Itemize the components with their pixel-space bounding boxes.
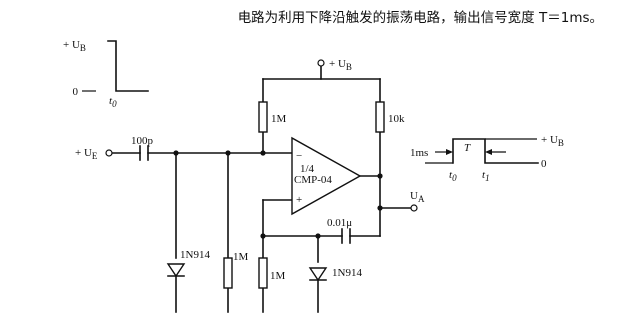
diode-2: 1N914 xyxy=(308,267,362,282)
output-voltage-label: UA xyxy=(410,190,425,204)
supply-terminal xyxy=(317,59,325,67)
junction-dot xyxy=(377,205,383,211)
junction-dot xyxy=(173,150,179,156)
resistor-bias-label: 1M xyxy=(271,113,287,125)
width-arrow-right-icon xyxy=(485,149,492,155)
junction-dot xyxy=(315,233,321,239)
supply-voltage-label: + UB xyxy=(329,58,352,72)
comparator-plus-sign: + xyxy=(296,194,302,206)
comparator-ic-line2: CMP-04 xyxy=(294,174,332,186)
terminals xyxy=(105,59,418,212)
input-pulse-waveform: + UB 0 t0 xyxy=(63,39,149,109)
resistor-ref: 1M xyxy=(258,257,286,289)
circuit-wires xyxy=(111,65,412,313)
feedback-capacitor-label: 0.01μ xyxy=(327,217,352,229)
resistor-shunt-label: 1M xyxy=(233,251,249,263)
comparator-minus-sign: − xyxy=(296,150,302,162)
output-pulse-duration-label: 1ms xyxy=(410,147,428,159)
feedback-capacitor: 0.01μ xyxy=(327,217,352,244)
output-pulse-width-label: T xyxy=(464,142,471,154)
comparator-ic-line1: 1/4 xyxy=(300,163,315,175)
resistor-ref-label: 1M xyxy=(270,270,286,282)
resistor-bias: 1M xyxy=(258,101,287,133)
junction-dot xyxy=(377,173,383,179)
output-terminal xyxy=(410,204,418,212)
output-pulse-waveform: T 1ms + UB 0 t0 t1 xyxy=(410,134,564,183)
input-pulse-t0-label: t0 xyxy=(109,95,117,109)
output-pulse-zero-label: 0 xyxy=(541,158,547,170)
input-voltage-label: + UE xyxy=(75,147,98,161)
junction-dot xyxy=(260,150,266,156)
diode-1: 1N914 xyxy=(166,249,210,278)
output-pulse-t1-label: t1 xyxy=(482,169,490,183)
resistor-pullup: 10k xyxy=(375,101,405,133)
input-pulse-ub-label: + UB xyxy=(63,39,86,53)
resistor-shunt: 1M xyxy=(223,251,249,289)
junction-dots xyxy=(173,150,383,239)
diode-2-label: 1N914 xyxy=(332,267,362,279)
caption-text: 电路为利用下降沿触发的振荡电路，输出信号宽度 T＝1ms。 xyxy=(238,9,603,26)
junction-dot xyxy=(260,233,266,239)
junction-dot xyxy=(225,150,231,156)
input-terminal xyxy=(105,149,113,157)
input-capacitor-label: 100p xyxy=(131,135,154,147)
comparator: − + 1/4 CMP-04 xyxy=(291,136,362,216)
diode-1-label: 1N914 xyxy=(180,249,210,261)
input-pulse-trace xyxy=(107,40,149,92)
output-pulse-ub-label: + UB xyxy=(541,134,564,148)
width-arrow-left-icon xyxy=(446,149,453,155)
resistor-pullup-label: 10k xyxy=(388,113,405,125)
output-pulse-t0-label: t0 xyxy=(449,169,457,183)
comparator-body xyxy=(291,136,362,216)
input-pulse-zero-label: 0 xyxy=(73,86,79,98)
input-capacitor: 100p xyxy=(131,135,154,161)
